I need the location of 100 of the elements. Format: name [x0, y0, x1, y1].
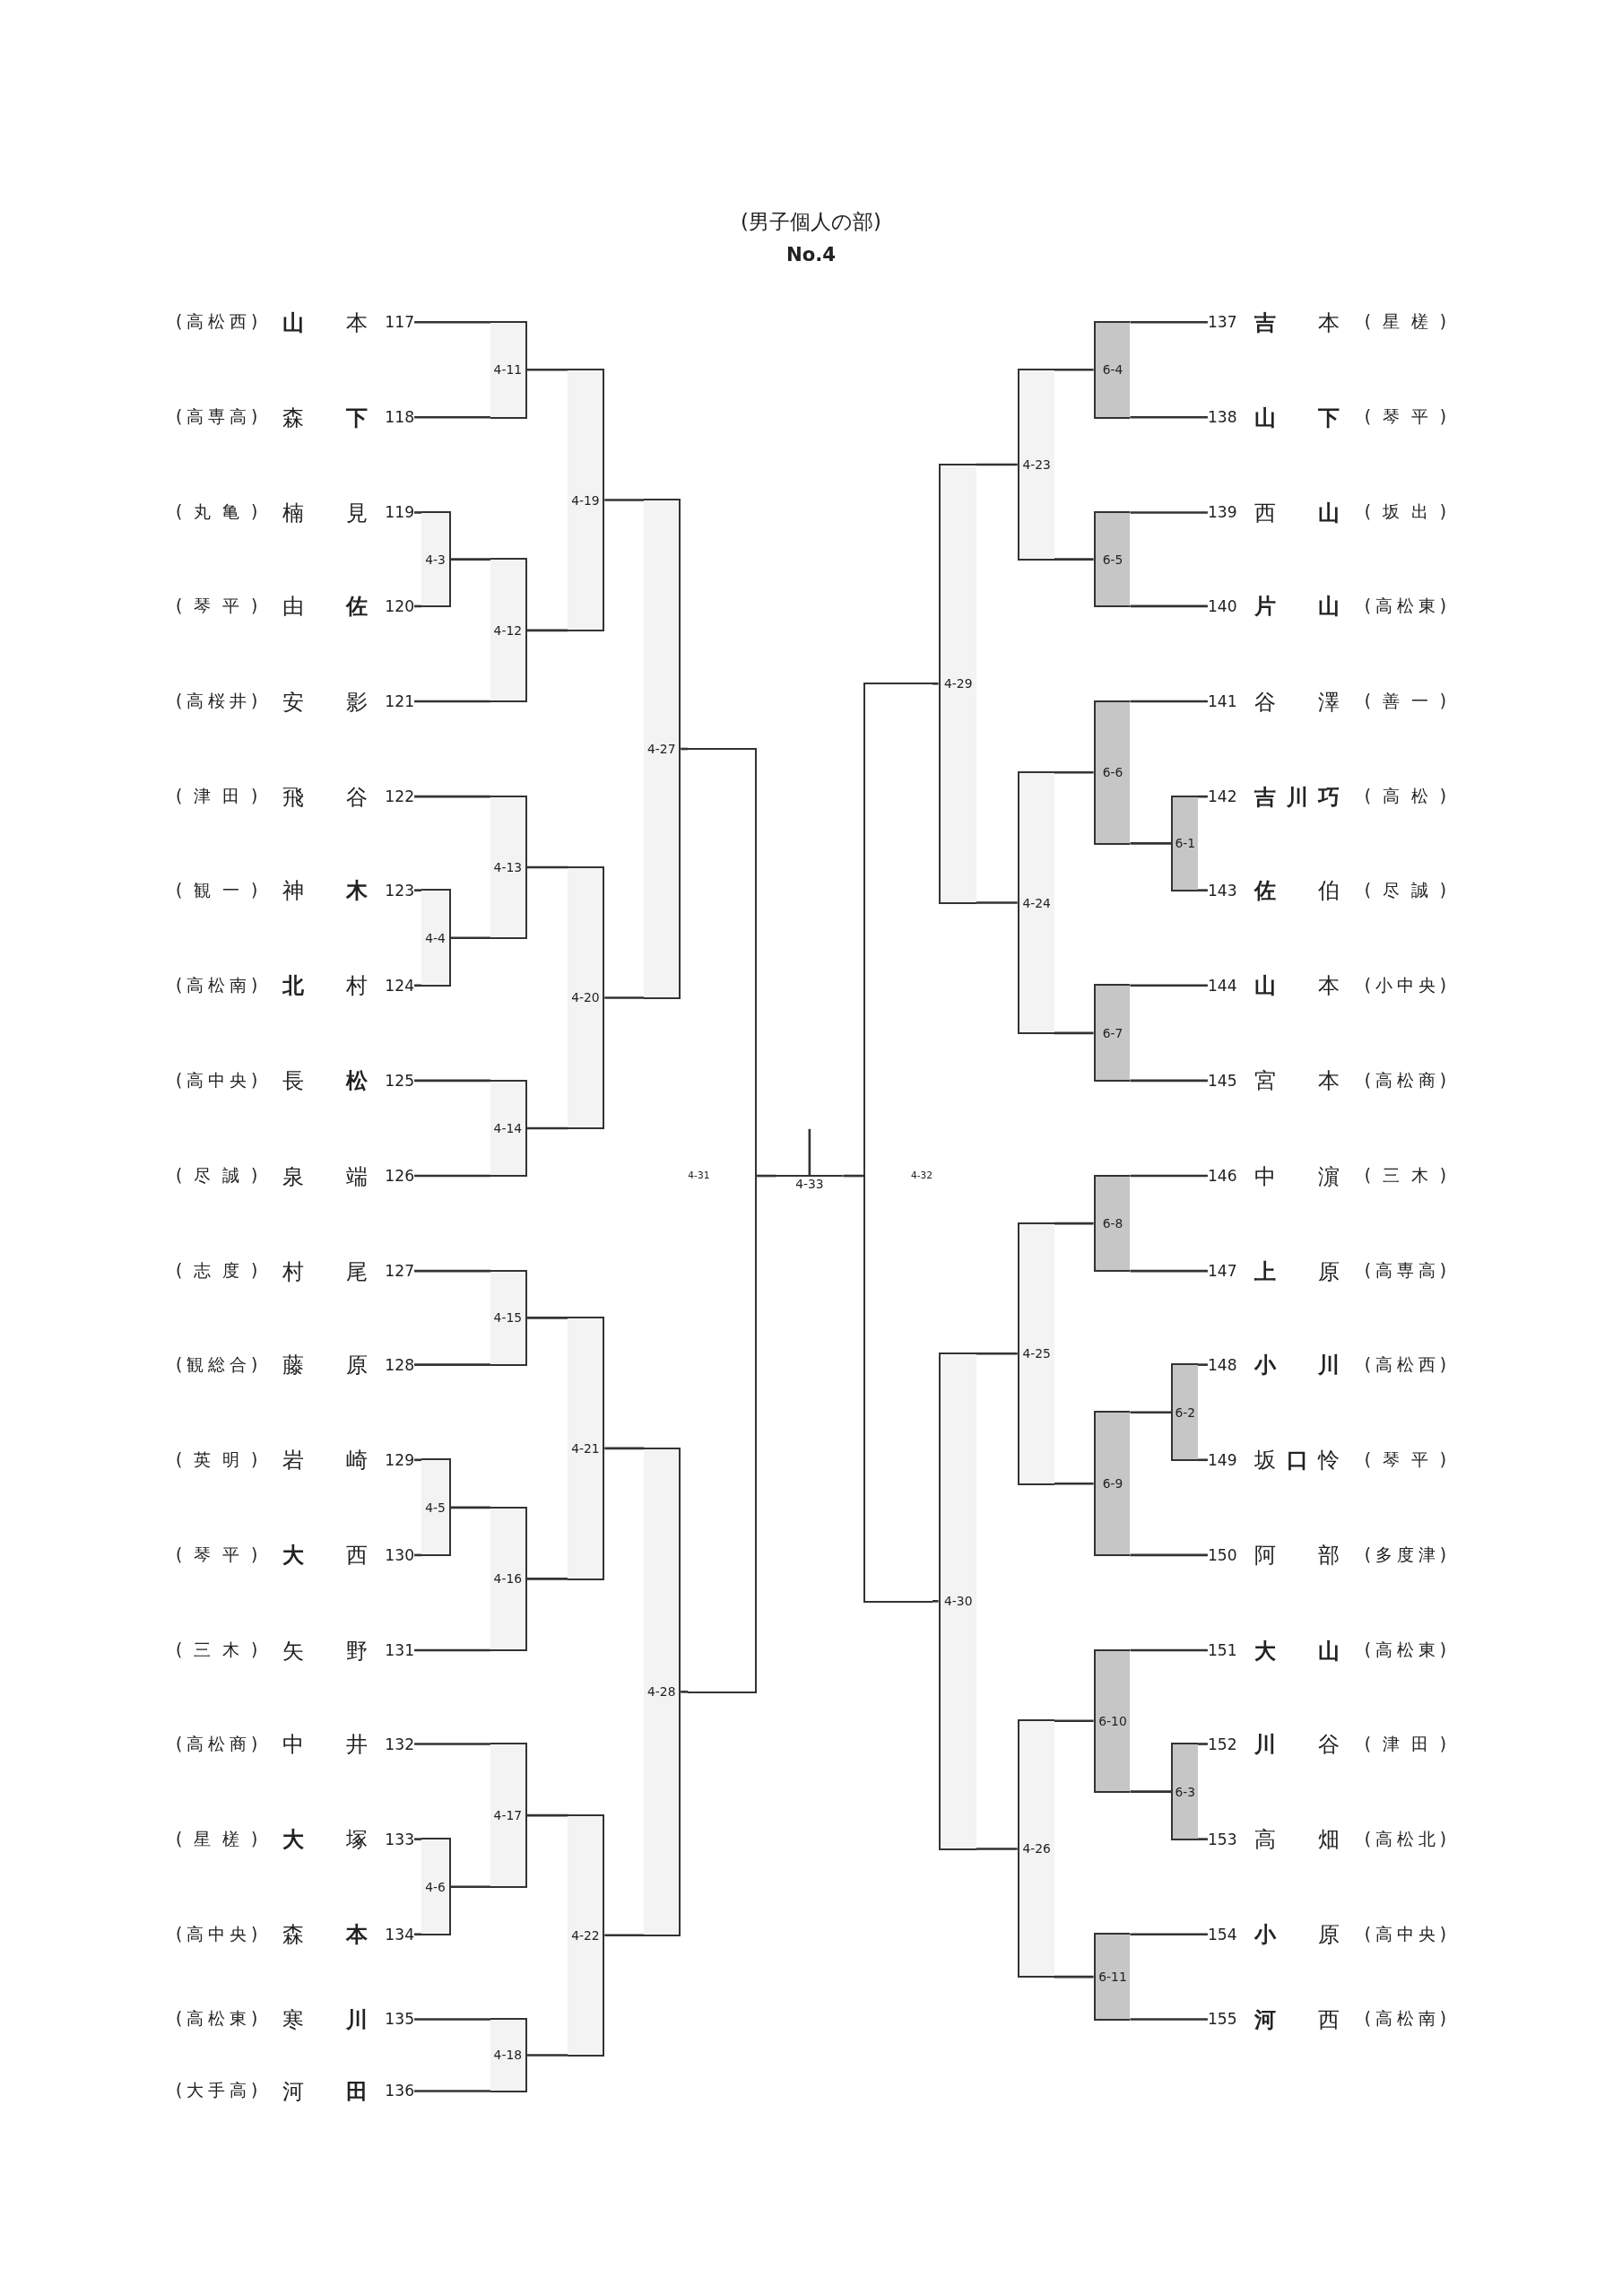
entry-number: 121	[385, 692, 415, 711]
bracket-line	[1130, 2018, 1208, 2021]
bracket-line	[450, 1506, 490, 1509]
school-name: (津田)	[175, 786, 258, 808]
player-name: 吉川巧	[1254, 782, 1340, 812]
school-name: (志度)	[175, 1260, 258, 1283]
match-number: 4-22	[571, 1927, 600, 1943]
bracket-line	[1130, 842, 1172, 845]
match-bracket	[1171, 1743, 1198, 1840]
entry-number: 140	[1207, 596, 1237, 615]
bracket-line	[414, 1079, 490, 1083]
school-name: (琴平)	[175, 1544, 258, 1566]
bracket-line	[526, 865, 568, 869]
bracket-line	[1130, 1411, 1172, 1413]
school-name: (丸亀)	[175, 501, 258, 524]
match-bracket	[568, 1813, 605, 2057]
match-number: 4-20	[571, 990, 600, 1005]
match-bracket	[490, 1079, 527, 1178]
entry-number: 131	[385, 1641, 415, 1659]
match-bracket	[490, 1269, 527, 1366]
match-number: 4-4	[425, 930, 446, 945]
school-name: (多度津)	[1364, 1544, 1447, 1566]
player-name: 宮本	[1254, 1066, 1340, 1096]
match-bracket	[938, 1352, 976, 1850]
bracket-line	[604, 1447, 645, 1450]
match-bracket	[490, 1743, 527, 1888]
bracket-line	[1197, 1743, 1208, 1745]
player-name: 山本	[1254, 971, 1340, 1001]
match-number: 4-17	[493, 1808, 523, 1823]
school-name: (高専高)	[1364, 1260, 1447, 1283]
match-number: 4-15	[493, 1310, 523, 1326]
match-bracket	[1093, 700, 1131, 845]
player-name: 大西	[282, 1541, 368, 1570]
bracket-line	[414, 1838, 422, 1840]
bracket-line	[1054, 1719, 1094, 1723]
player-name: 北村	[282, 971, 368, 1001]
bracket-line	[414, 1743, 490, 1745]
bracket-line	[414, 1363, 490, 1366]
bracket-line	[604, 996, 645, 999]
school-name: (観一)	[175, 879, 258, 901]
bracket-line	[414, 889, 422, 891]
bracket-line	[526, 629, 568, 632]
bracket-line	[1054, 1031, 1094, 1035]
school-name: (琴平)	[175, 595, 258, 617]
match-number: 6-5	[1102, 552, 1123, 567]
bracket-line	[1130, 700, 1208, 703]
school-name: (高松)	[1364, 786, 1447, 808]
entry-number: 144	[1207, 976, 1237, 995]
match-number: 6-10	[1098, 1713, 1127, 1728]
match-number: 6-6	[1102, 765, 1123, 780]
match-number: 4-19	[571, 492, 600, 508]
bracket-line	[450, 558, 490, 561]
bracket-line	[1197, 1458, 1208, 1462]
player-name: 由佐	[282, 592, 368, 622]
match-bracket	[688, 747, 758, 1693]
bracket-line	[450, 1885, 490, 1888]
school-name: (琴平)	[1364, 406, 1447, 429]
player-name: 山下	[1254, 403, 1340, 432]
entry-number: 127	[385, 1262, 415, 1281]
match-number: 4-21	[571, 1440, 600, 1456]
bracket-line	[526, 1813, 568, 1817]
bracket-line	[1054, 1483, 1094, 1485]
entry-number: 120	[385, 596, 415, 615]
school-name: (高松北)	[1364, 1828, 1447, 1850]
player-name: 岩崎	[282, 1446, 368, 1475]
school-name: (英明)	[175, 1448, 258, 1471]
school-name: (星槎)	[1364, 311, 1447, 334]
entry-number: 143	[1207, 881, 1237, 900]
bracket-line	[1130, 1553, 1208, 1557]
match-number: 6-7	[1102, 1025, 1123, 1040]
player-name: 上原	[1254, 1257, 1340, 1286]
match-number: 4-16	[493, 1571, 523, 1587]
entry-number: 128	[385, 1355, 415, 1374]
bracket-line	[1197, 1363, 1208, 1366]
bracket-line	[414, 984, 422, 987]
school-name: (高松南)	[1364, 2008, 1447, 2031]
match-number: 4-29	[944, 676, 973, 691]
player-name: 坂口怜	[1254, 1446, 1340, 1475]
entry-number: 147	[1207, 1262, 1237, 1281]
bracket-line	[1130, 1079, 1208, 1083]
entry-number: 148	[1207, 1355, 1237, 1374]
player-name: 村尾	[282, 1257, 368, 1286]
match-number: 4-31	[688, 1169, 710, 1181]
bracket-line	[414, 795, 490, 798]
bracket-line	[1130, 511, 1208, 514]
match-number: 4-12	[493, 622, 523, 638]
bracket-line	[1054, 368, 1094, 371]
bracket-line	[1054, 558, 1094, 561]
bracket-line	[681, 1691, 689, 1693]
entry-number: 117	[385, 313, 415, 332]
entry-number: 125	[385, 1071, 415, 1090]
match-bracket	[1093, 511, 1131, 608]
school-name: (高松西)	[1364, 1353, 1447, 1376]
entry-number: 153	[1207, 1830, 1237, 1848]
match-number: 4-27	[647, 742, 676, 756]
entry-number: 129	[385, 1450, 415, 1469]
match-bracket	[490, 1506, 527, 1652]
bracket-line	[604, 1934, 645, 1937]
title: (男子個人の部)	[740, 208, 882, 235]
bracket-line	[1130, 604, 1208, 608]
